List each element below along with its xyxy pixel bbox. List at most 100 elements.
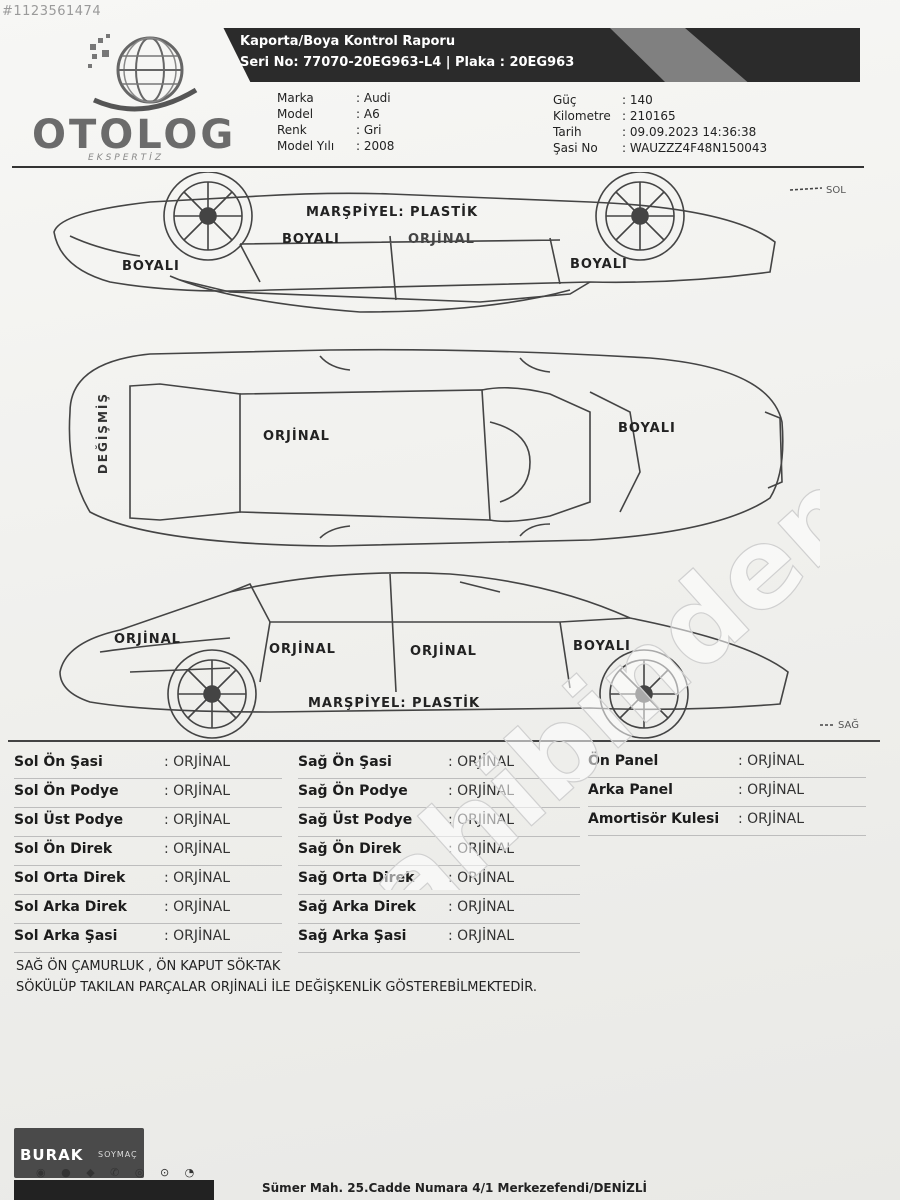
label-hood: BOYALI — [618, 421, 676, 436]
vehicle-value-chassis: : WAUZZZ4F48N150043 — [622, 141, 768, 155]
table-row: Sol Arka Direk : ORJİNAL — [14, 895, 282, 924]
logo-subtitle: EKSPERTİZ — [88, 153, 164, 163]
part-name: Sol Ön Direk — [14, 841, 113, 857]
logo-wordmark: OTOLOG — [32, 112, 237, 158]
part-value: : ORJİNAL — [164, 783, 231, 799]
part-name: Sağ Arka Direk — [298, 899, 416, 915]
label-left-front-door: ORJİNAL — [408, 232, 475, 247]
vehicle-label-year: Model Yılı — [277, 139, 335, 153]
part-value: : ORJİNAL — [738, 782, 805, 798]
vehicle-label-brand: Marka — [277, 91, 314, 105]
part-value: : ORJİNAL — [448, 812, 515, 828]
part-name: Sağ Orta Direk — [298, 870, 415, 886]
label-roof: ORJİNAL — [263, 429, 330, 444]
report-title: Kaporta/Boya Kontrol Raporu — [240, 34, 456, 49]
label-right-front-door: ORJİNAL — [410, 644, 477, 659]
vehicle-label-km: Kilometre — [553, 109, 611, 123]
label-right-rear-door: ORJİNAL — [269, 642, 336, 657]
table-row: Sağ Ön Podye : ORJİNAL — [298, 779, 580, 808]
note-line-1: SAĞ ÖN ÇAMURLUK , ÖN KAPUT SÖK-TAK — [16, 959, 281, 974]
part-name: Sağ Ön Podye — [298, 783, 408, 799]
part-name: Ön Panel — [588, 753, 659, 769]
right-side-direction-label: SAĞ — [838, 720, 859, 731]
part-value: : ORJİNAL — [164, 841, 231, 857]
table-row: Sağ Orta Direk : ORJİNAL — [298, 866, 580, 895]
part-name: Amortisör Kulesi — [588, 811, 720, 827]
label-left-front-fender: BOYALI — [570, 257, 628, 272]
part-value: : ORJİNAL — [448, 928, 515, 944]
part-value: : ORJİNAL — [448, 783, 515, 799]
part-value: : ORJİNAL — [738, 753, 805, 769]
vehicle-label-color: Renk — [277, 123, 307, 137]
part-name: Sol Arka Şasi — [14, 928, 118, 944]
part-name: Sağ Üst Podye — [298, 812, 413, 828]
part-value: : ORJİNAL — [164, 928, 231, 944]
dealer-badge-sub: SOYMAÇ — [98, 1150, 138, 1159]
table-row: Sol Arka Şasi : ORJİNAL — [14, 924, 282, 953]
part-name: Sağ Arka Şasi — [298, 928, 407, 944]
header-rule — [12, 166, 864, 168]
table-row: Sol Üst Podye : ORJİNAL — [14, 808, 282, 837]
dealer-badge: BURAK SOYMAÇ — [14, 1128, 144, 1178]
part-value: : ORJİNAL — [164, 870, 231, 886]
vehicle-value-model: : A6 — [356, 107, 380, 121]
vehicle-value-brand: : Audi — [356, 91, 391, 105]
table-row: Amortisör Kulesi : ORJİNAL — [588, 807, 866, 836]
part-value: : ORJİNAL — [448, 899, 515, 915]
part-name: Sol Üst Podye — [14, 812, 124, 828]
dealer-badge-brand: BURAK — [20, 1146, 84, 1164]
label-right-front-fender: BOYALI — [573, 639, 631, 654]
part-value: : ORJİNAL — [164, 812, 231, 828]
section-divider — [8, 740, 880, 742]
part-value: : ORJİNAL — [738, 811, 805, 827]
table-row: Sol Orta Direk : ORJİNAL — [14, 866, 282, 895]
part-name: Sol Orta Direk — [14, 870, 126, 886]
vehicle-label-power: Güç — [553, 93, 577, 107]
footer-social-icons: ◉ ● ◆ ✆ ◎ ⊙ ◔ — [36, 1166, 201, 1179]
table-row: Sol Ön Şasi : ORJİNAL — [14, 750, 282, 779]
label-right-rear-fender: ORJİNAL — [114, 632, 181, 647]
car-diagram — [53, 172, 834, 739]
left-side-direction-label: SOL — [826, 185, 846, 196]
part-value: : ORJİNAL — [448, 870, 515, 886]
car-left-side-view — [53, 172, 776, 313]
table-row: Sağ Arka Direk : ORJİNAL — [298, 895, 580, 924]
table-row: Sol Ön Podye : ORJİNAL — [14, 779, 282, 808]
note-line-2: SÖKÜLÜP TAKILAN PARÇALAR ORJİNALİ İLE DE… — [16, 980, 537, 995]
label-rear-trunk: DEĞİŞMİŞ — [96, 392, 110, 475]
vehicle-value-color: : Gri — [356, 123, 382, 137]
car-top-view — [68, 348, 784, 547]
globe-logo-icon — [88, 34, 198, 112]
part-value: : ORJİNAL — [164, 754, 231, 770]
table-row: Sağ Arka Şasi : ORJİNAL — [298, 924, 580, 953]
table-row: Sağ Ön Direk : ORJİNAL — [298, 837, 580, 866]
header-banner — [223, 28, 860, 82]
table-row: Ön Panel : ORJİNAL — [588, 749, 866, 778]
part-name: Sağ Ön Şasi — [298, 754, 392, 770]
vehicle-value-year: : 2008 — [356, 139, 395, 153]
table-row: Sağ Üst Podye : ORJİNAL — [298, 808, 580, 837]
vehicle-value-date: : 09.09.2023 14:36:38 — [622, 125, 757, 139]
label-right-marspiyel: MARŞPİYEL: PLASTİK — [308, 696, 481, 711]
vehicle-label-date: Tarih — [553, 125, 582, 139]
table-row: Sağ Ön Şasi : ORJİNAL — [298, 750, 580, 779]
part-name: Sol Ön Podye — [14, 783, 119, 799]
vehicle-value-km: : 210165 — [622, 109, 676, 123]
listing-id: #1123561474 — [2, 4, 102, 19]
label-left-marspiyel: MARŞPİYEL: PLASTİK — [306, 205, 479, 220]
serial-plate-line: Seri No: 77070-20EG963-L4 | Plaka : 20EG… — [240, 55, 575, 70]
part-value: : ORJİNAL — [164, 899, 231, 915]
table-row: Arka Panel : ORJİNAL — [588, 778, 866, 807]
part-name: Sağ Ön Direk — [298, 841, 402, 857]
vehicle-label-model: Model — [277, 107, 314, 121]
label-left-rear-fender: BOYALI — [122, 259, 180, 274]
part-name: Arka Panel — [588, 782, 673, 798]
table-row: Sol Ön Direk : ORJİNAL — [14, 837, 282, 866]
part-value: : ORJİNAL — [448, 841, 515, 857]
vehicle-value-power: : 140 — [622, 93, 653, 107]
label-left-rear-door: BOYALI — [282, 232, 340, 247]
footer-address: Sümer Mah. 25.Cadde Numara 4/1 Merkezefe… — [262, 1181, 647, 1195]
part-name: Sol Ön Şasi — [14, 754, 103, 770]
footer-bar — [14, 1180, 214, 1200]
